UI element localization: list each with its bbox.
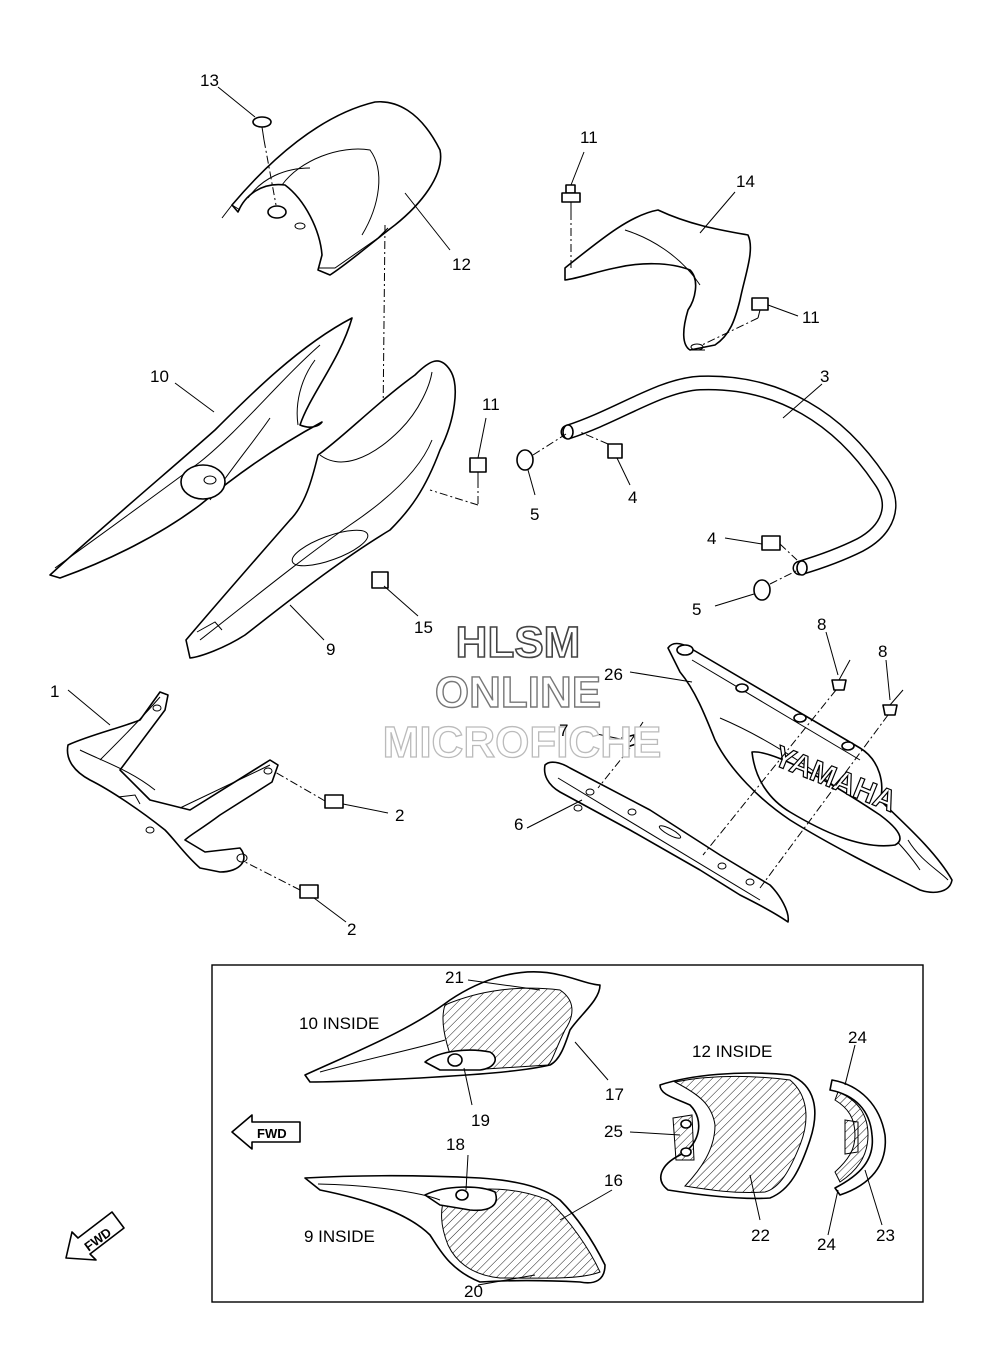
bolt-11-right: [701, 297, 799, 346]
callout-14: 14: [736, 172, 755, 191]
rear-cover-14: [564, 209, 752, 351]
callout-8-left: 8: [817, 615, 826, 634]
callout-24-top: 24: [848, 1028, 867, 1047]
bolt-11-mid: [429, 417, 487, 506]
inset-frame: [211, 964, 924, 1303]
callout-4-top: 4: [628, 488, 637, 507]
callout-2-top: 2: [395, 806, 404, 825]
grab-bar-3: [560, 375, 897, 576]
bolt-2-bottom: [244, 861, 347, 923]
callout-11-mid: 11: [482, 395, 500, 414]
callout-5-top: 5: [530, 505, 539, 524]
fwd-arrow-flat-icon: FWD: [231, 1114, 301, 1150]
callout-7: 7: [559, 721, 568, 740]
callout-17: 17: [605, 1085, 624, 1104]
callout-18: 18: [446, 1135, 465, 1154]
rivet-7: [577, 721, 644, 789]
inset-label-9: 9 INSIDE: [304, 1227, 375, 1246]
callout-23: 23: [876, 1226, 895, 1245]
callout-8-right: 8: [878, 642, 887, 661]
callout-20: 20: [464, 1282, 483, 1301]
mudflap-26: YAMAHA: [667, 642, 953, 894]
inset-9-inside: [304, 1174, 606, 1284]
callout-19: 19: [471, 1111, 490, 1130]
callouts: 13 12 11 14 11 10 11 3 5 4 4 5 15 9 8 8 …: [50, 71, 895, 1301]
callout-21: 21: [445, 968, 464, 987]
bolt-11-top: [561, 151, 585, 268]
inset-label-12: 12 INSIDE: [692, 1042, 772, 1061]
inset-trim-23: [829, 1079, 887, 1196]
side-cover-10: [49, 317, 353, 579]
watermark-line-2: ONLINE: [435, 668, 601, 717]
rivet-8-left: [702, 631, 851, 856]
callout-3: 3: [820, 367, 829, 386]
inset-label-10: 10 INSIDE: [299, 1014, 379, 1033]
callout-15: 15: [414, 618, 433, 637]
callout-25: 25: [604, 1122, 623, 1141]
callout-5-bottom: 5: [692, 600, 701, 619]
callout-10: 10: [150, 367, 169, 386]
callout-2-bottom: 2: [347, 920, 356, 939]
callout-12: 12: [452, 255, 471, 274]
watermark-line-3: MICROFICHE: [383, 718, 662, 767]
side-cover-9: [185, 360, 456, 659]
flap-bracket-6: [543, 761, 790, 923]
inset-12-inside: [659, 1072, 816, 1200]
callout-4-bottom: 4: [707, 529, 716, 548]
fwd-arrow-flat-label: FWD: [257, 1126, 287, 1141]
callout-22: 22: [751, 1226, 770, 1245]
fwd-arrow-iso-icon: FWD: [65, 1211, 125, 1261]
callout-1: 1: [50, 682, 59, 701]
bolt-4-top: [579, 431, 631, 486]
rivet-8-right: [759, 659, 904, 889]
callout-13: 13: [200, 71, 219, 90]
cap-5-top: [516, 433, 567, 496]
cap-5-bottom: [714, 569, 799, 607]
callout-26: 26: [604, 665, 623, 684]
watermark-line-1: HLSM: [456, 618, 581, 667]
callout-11-right: 11: [802, 308, 820, 327]
inset-10-inside: [304, 971, 601, 1083]
bolt-15: [371, 571, 419, 617]
grab-bracket-1: [66, 691, 279, 873]
callout-6: 6: [514, 815, 523, 834]
callout-16: 16: [604, 1171, 623, 1190]
bolt-2-top: [274, 771, 389, 814]
watermark: HLSM ONLINE MICROFICHE: [382, 617, 662, 767]
screw-13: [217, 86, 277, 206]
callout-11-top: 11: [580, 128, 598, 147]
bolt-4-bottom: [724, 535, 798, 561]
callout-9: 9: [326, 640, 335, 659]
seat-cowl-12: [221, 100, 442, 276]
callout-24-bottom: 24: [817, 1235, 836, 1254]
